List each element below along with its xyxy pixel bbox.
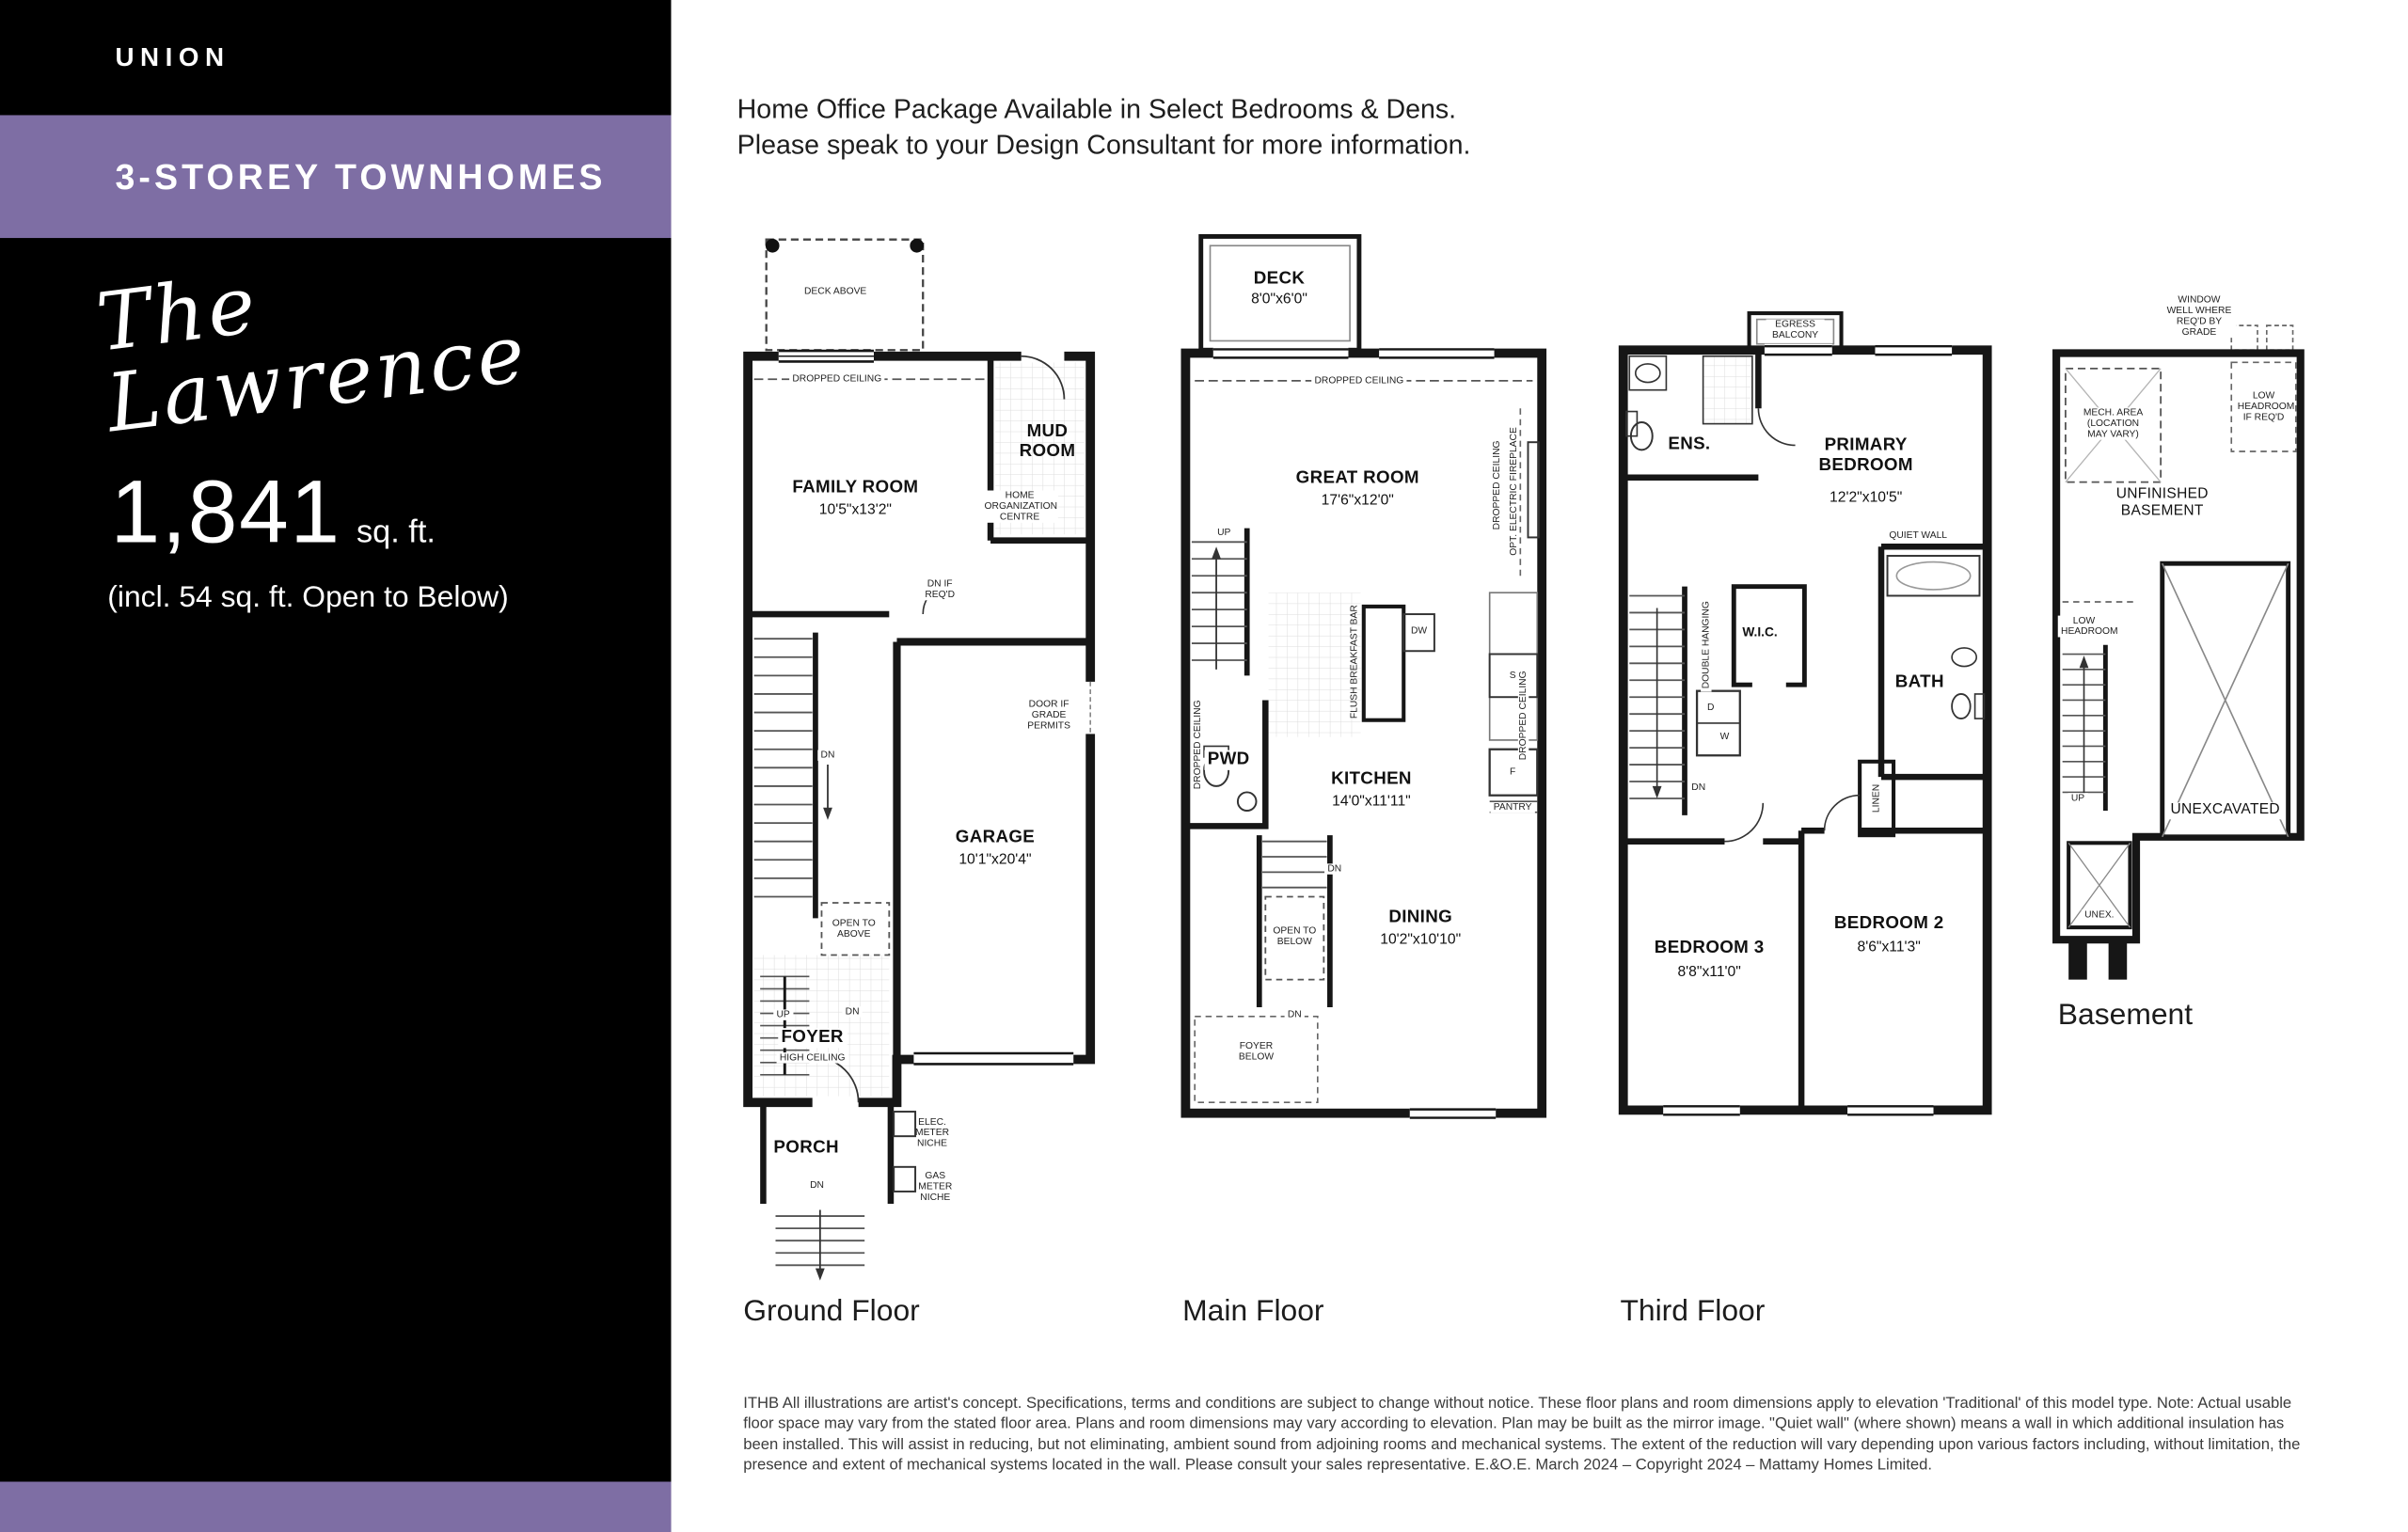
bath-label: BATH [1894, 673, 1944, 692]
main-floor-plan: DECK 8'0"x6'0" DROPPED CEILING GREAT ROO… [1180, 228, 1548, 1121]
pwd-label: PWD [1204, 750, 1253, 770]
deck-above-label: DECK ABOVE [804, 286, 867, 297]
ground-floor-drawing [743, 238, 1097, 1281]
window-well-label: WINDOW WELL WHERE REQ'D BY GRADE [2162, 294, 2237, 339]
floor-area: 1,841 sq. ft. [111, 461, 436, 563]
foyer-label: FOYER [778, 1028, 848, 1049]
open-to-below-label: OPEN TO BELOW [1268, 925, 1322, 948]
foyer-below-label: FOYER BELOW [1229, 1040, 1283, 1063]
main-floor-drawing [1180, 233, 1547, 1120]
dn-label: DN [1324, 863, 1345, 875]
dn-label: DN [842, 1006, 863, 1018]
sidebar: UNION 3-STOREY TOWNHOMES The Lawrence 1,… [0, 0, 672, 1532]
great-room-label: GREAT ROOM [1295, 468, 1419, 488]
quiet-wall-label: QUIET WALL [1886, 530, 1951, 542]
garage-label: GARAGE [955, 828, 1036, 847]
ground-floor-plan: DECK ABOVE DROPPED CEILING FAMILY ROOM 1… [742, 228, 1103, 1290]
ensuite-label: ENS. [1665, 434, 1714, 455]
primary-bedroom-dim: 12'2"x10'5" [1830, 489, 1903, 507]
series-banner-label: 3-STOREY TOWNHOMES [115, 156, 607, 197]
up-label: UP [2067, 793, 2088, 804]
model-name: The Lawrence [91, 259, 533, 451]
unex-label: UNEX. [2081, 909, 2117, 921]
dn-label: DN [1688, 782, 1709, 794]
dining-dim: 10'2"x10'10" [1380, 931, 1462, 949]
high-ceiling-label: HIGH CEILING [776, 1052, 848, 1064]
mud-room-label: MUD ROOM [1019, 422, 1076, 461]
family-room-label: FAMILY ROOM [792, 478, 919, 498]
kitchen-dim: 14'0"x11'11" [1328, 794, 1415, 812]
third-floor-caption: Third Floor [1620, 1294, 1766, 1329]
dn-label: DN [1284, 1009, 1306, 1020]
double-hanging-label: DOUBLE HANGING [1701, 597, 1712, 692]
ground-floor-caption: Ground Floor [743, 1294, 920, 1329]
door-if-grade-label: DOOR IF GRADE PERMITS [1020, 699, 1079, 733]
dryer-label: D [1707, 702, 1715, 714]
primary-bedroom-label: PRIMARY BEDROOM [1818, 435, 1913, 475]
home-office-note-line2: Please speak to your Design Consultant f… [737, 129, 1471, 160]
linen-label: LINEN [1871, 781, 1882, 816]
elec-niche-label: ELEC. METER NICHE [915, 1116, 950, 1150]
dropped-ceiling-label: DROPPED CEILING [789, 373, 885, 386]
main-floor-caption: Main Floor [1182, 1294, 1324, 1329]
unfinished-basement-label: UNFINISHED BASEMENT [2115, 485, 2209, 519]
opt-fireplace-label: OPT. ELECTRIC FIREPLACE [1509, 427, 1520, 556]
stove-label: S [1509, 670, 1516, 682]
flush-bar-label: FLUSH BREAKFAST BAR [1349, 605, 1360, 719]
pantry-label: PANTRY [1490, 802, 1535, 813]
up-label: UP [1213, 527, 1234, 539]
dropped-ceiling-label: DROPPED CEILING [1311, 375, 1407, 387]
washer-label: W [1719, 731, 1730, 743]
up-label: UP [773, 1009, 794, 1020]
basement-plan: WINDOW WELL WHERE REQ'D BY GRADE MECH. A… [2051, 294, 2312, 1001]
footer-accent-band [0, 1481, 672, 1532]
dining-label: DINING [1388, 908, 1453, 927]
bedroom3-dim: 8'8"x11'0" [1677, 963, 1741, 981]
third-floor-plan: EGRESS BALCONY ENS. PRIMARY BEDROOM 12'2… [1617, 301, 1993, 1118]
low-headroom-label: LOW HEADROOM [2057, 615, 2118, 638]
home-office-note: Home Office Package Available in Select … [737, 92, 1471, 163]
dropped-ceiling-label: DROPPED CEILING [1192, 697, 1204, 793]
legal-disclaimer: ITHB All illustrations are artist's conc… [743, 1396, 2301, 1475]
bedroom2-label: BEDROOM 2 [1833, 914, 1944, 933]
third-floor-drawing [1618, 311, 1992, 1116]
series-banner: 3-STOREY TOWNHOMES [0, 115, 672, 239]
bedroom2-dim: 8'6"x11'3" [1857, 939, 1921, 956]
home-office-note-line1: Home Office Package Available in Select … [737, 93, 1457, 125]
mech-area-label: MECH. AREA (LOCATION MAY VARY) [2076, 407, 2150, 440]
dn-label: DN [817, 750, 838, 762]
area-note: (incl. 54 sq. ft. Open to Below) [107, 580, 509, 615]
dropped-ceiling-label: DROPPED CEILING [1517, 668, 1529, 764]
dropped-ceiling-label: DROPPED CEILING [1492, 437, 1503, 533]
unexcavated-label: UNEXCAVATED [2167, 801, 2284, 819]
dn-label: DN [806, 1179, 828, 1192]
deck-dim: 8'0"x6'0" [1251, 291, 1307, 308]
dw-label: DW [1410, 625, 1428, 637]
porch-label: PORCH [770, 1138, 843, 1159]
egress-balcony-label: EGRESS BALCONY [1766, 319, 1825, 341]
kitchen-label: KITCHEN [1327, 769, 1416, 790]
deck-label: DECK [1253, 269, 1306, 289]
garage-dim: 10'1"x20'4" [958, 851, 1032, 869]
low-headroom-reqd-label: LOW HEADROOM IF REQ'D [2234, 390, 2294, 423]
area-unit: sq. ft. [356, 513, 436, 550]
dn-if-reqd-label: DN IF REQ'D [916, 578, 963, 601]
gas-niche-label: GAS METER NICHE [918, 1170, 953, 1204]
great-room-dim: 17'6"x12'0" [1321, 492, 1394, 510]
basement-caption: Basement [2057, 998, 2194, 1033]
home-org-label: HOME ORGANIZATION CENTRE [981, 490, 1058, 524]
union-brand: UNION [115, 42, 230, 72]
wic-label: W.I.C. [1739, 624, 1781, 640]
open-to-above-label: OPEN TO ABOVE [827, 918, 880, 940]
bedroom3-label: BEDROOM 3 [1654, 939, 1765, 958]
basement-drawing [2052, 324, 2305, 980]
fridge-label: F [1510, 766, 1516, 778]
family-room-dim: 10'5"x13'2" [818, 501, 892, 519]
area-value: 1,841 [110, 462, 341, 562]
